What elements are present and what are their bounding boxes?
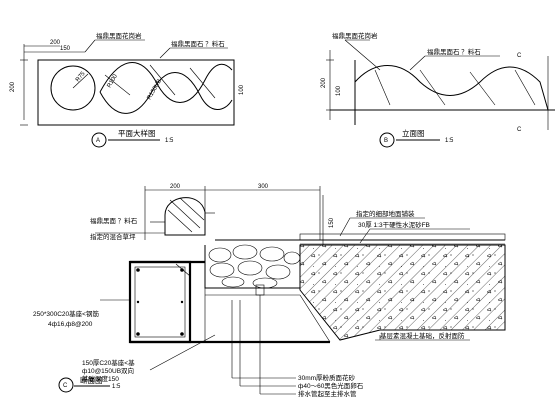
plan-label-right: 福鼎黑面石 ？料石 [171,39,225,48]
plan-dim-100: 100 [239,84,245,95]
elevation-cut-bottom: C [517,127,522,133]
section-label-beam-1: 250*300C20基座<钢筋 [33,309,99,318]
plan-title: 平面大样图 [118,128,156,138]
section-label-edge: 指定的混合草坪 [90,232,136,241]
plan-spiral-bottom [99,72,233,114]
section-index-bubble [58,377,74,393]
section-label-base-1: 150厚C20基座<基 [82,358,135,367]
elevation-dim-100: 100 [336,85,342,96]
section-label-pipe: 排水管起至主排水管 [298,389,357,398]
section-dim-300: 300 [258,184,269,190]
plan-dim-top: 200 [50,40,61,46]
elevation-view: 200 100 C C 福鼎黑面花岗岩 福鼎黑面石 ？料石 B 立面图 1:5 [321,31,555,148]
section-label-base-2: ф10@150UB双向 [82,366,134,375]
plan-index-bubble [91,132,107,148]
section-label-beam-2: 4ф16,ф8@200 [48,321,93,328]
section-label-pebble-2: ф40～60黑色光面卵石 [298,381,364,390]
elevation-scale: 1:5 [445,138,454,144]
elevation-title: 立面图 [402,128,425,138]
plan-index: A [96,138,100,144]
section-scale: 1:5 [112,384,121,390]
elevation-label-1: 福鼎黑面花岗岩 [332,31,378,40]
plan-stone-circle [50,65,96,111]
elevation-index-bubble [379,132,395,148]
elevation-index: B [384,138,388,144]
section-dim-150: 150 [329,217,335,228]
elevation-profile [354,65,549,111]
plan-label-top: 福鼎黑面花岗岩 [96,31,142,40]
section-title: 断面图 [80,375,103,385]
paving-layer [299,233,506,241]
elevation-cut-top: C [517,53,522,59]
plan-dim-150: 150 [60,46,71,52]
section-label-soil: 基层素混凝土基础，反射面防 [380,331,465,340]
elevation-dim-200: 200 [321,77,327,88]
section-label-mortar: 30厚 1:3干硬性水泥砂FB [358,220,430,229]
plan-scale: 1:5 [165,138,174,144]
pebbles [208,244,301,289]
plan-dim-side: 200 [10,81,16,92]
section-index: C [63,383,68,389]
section-label-pebble-1: 30mm厚粉质面花砂 [298,373,356,382]
elevation-label-2: 福鼎黑面石 ？料石 [427,47,481,56]
section-label-paving: 指定的细部地面铺装 [356,209,415,218]
plan-spiral-top [99,62,233,103]
section-label-stone: 福鼎黑面 ？料石 [90,216,138,225]
plan-view: 200 150 200 100 R75 R100 R150UB 福鼎黑面花岗岩 … [10,31,245,148]
plan-spiral-label-1: R100 [107,73,120,89]
section-label-base-3: 基础深度150 [82,374,119,383]
section-top-stone [164,197,206,236]
section-dim-200: 200 [170,184,181,190]
section-view: 200 300 150 [33,184,506,398]
